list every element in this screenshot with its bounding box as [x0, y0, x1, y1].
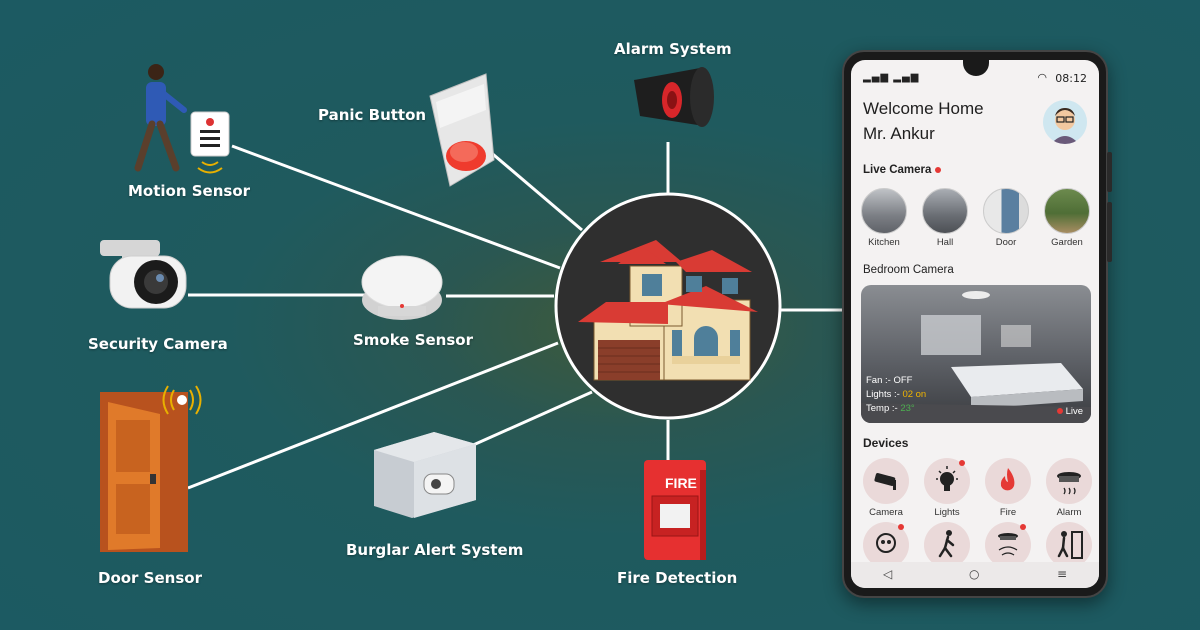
camera-tile-garden[interactable]: Garden	[1042, 188, 1092, 248]
line-burglar-alert	[461, 390, 593, 452]
welcome-line-1: Welcome Home	[863, 99, 984, 118]
smoke-sensor-illustration	[361, 255, 443, 320]
live-indicator-icon	[935, 166, 942, 173]
avatar[interactable]	[1043, 100, 1087, 144]
active-dot-icon	[1020, 524, 1026, 530]
camera-tile-door[interactable]: Door	[981, 188, 1031, 248]
line-panic-button	[487, 148, 583, 232]
label-panic-button: Panic Button	[318, 106, 427, 124]
smartphone: ▂▄▆ ▂▄▆ ◠ 08:12 Welcome Home Mr. Ankur L…	[842, 50, 1112, 598]
camera-tile-kitchen[interactable]: Kitchen	[859, 188, 909, 248]
bedroom-camera-feed[interactable]: Fan :- OFF Lights :- 02 on Temp :- 23° L…	[861, 285, 1091, 423]
hall-camera-icon	[922, 188, 968, 234]
welcome-line-2: Mr. Ankur	[863, 124, 935, 143]
walking-person-icon	[938, 530, 955, 558]
home-icon[interactable]: ○	[969, 567, 980, 581]
menu-icon[interactable]: ≡	[1057, 567, 1068, 581]
temp-status: Temp :- 23°	[866, 403, 915, 414]
flame-icon	[1000, 468, 1015, 491]
label-smoke-sensor: Smoke Sensor	[353, 331, 473, 349]
active-dot-icon	[898, 524, 904, 530]
bedroom-scene-icon	[861, 291, 1091, 423]
bulb-icon	[936, 466, 958, 491]
device-tile-lights[interactable]: Lights	[922, 458, 972, 518]
panic-button-illustration	[429, 73, 495, 187]
label-motion-sensor: Motion Sensor	[128, 182, 251, 200]
device-tile-motion[interactable]	[922, 522, 972, 568]
smoke-detector-icon	[998, 533, 1018, 556]
device-tile-door[interactable]	[1044, 522, 1094, 568]
device-tile-smoke[interactable]	[983, 522, 1033, 568]
fire-alarm-illustration: FIRE	[644, 460, 706, 560]
motion-sensor-illustration	[134, 64, 230, 174]
label-alarm-system: Alarm System	[614, 40, 732, 58]
welcome-text: Welcome Home Mr. Ankur	[863, 96, 984, 146]
wifi-icon: ◠	[1037, 71, 1047, 84]
smoke-alarm-icon	[1057, 472, 1081, 495]
device-tile-fire[interactable]: Fire	[983, 458, 1033, 518]
line-motion-sensor	[231, 144, 561, 270]
garden-camera-icon	[1044, 188, 1090, 234]
label-burglar-alert: Burglar Alert System	[346, 541, 524, 559]
cctv-icon	[874, 472, 896, 490]
live-badge: Live	[1056, 406, 1083, 417]
status-time: 08:12	[1055, 72, 1087, 85]
live-camera-title: Live Camera	[863, 164, 942, 176]
signal-icon: ▂▄▆ ▂▄▆	[863, 72, 920, 83]
lights-status: Lights :- 02 on	[866, 389, 927, 400]
device-tile-burglar[interactable]	[861, 522, 911, 568]
alarm-siren-illustration	[634, 67, 714, 127]
label-fire-detection: Fire Detection	[617, 569, 738, 587]
live-dot-icon	[1056, 408, 1063, 415]
fan-status: Fan :- OFF	[866, 375, 913, 386]
back-icon[interactable]: ◁	[883, 567, 893, 581]
label-security-camera: Security Camera	[88, 335, 228, 353]
burglar-icon	[876, 533, 896, 553]
camera-tile-hall[interactable]: Hall	[920, 188, 970, 248]
connector-lines	[187, 142, 842, 490]
camera-notch	[963, 60, 989, 76]
central-hub	[554, 192, 782, 420]
door-sensor-illustration	[100, 385, 202, 552]
bedroom-camera-title: Bedroom Camera	[863, 264, 954, 276]
fire-alarm-text: FIRE	[665, 475, 697, 491]
security-camera-illustration	[100, 240, 187, 309]
device-tile-camera[interactable]: Camera	[861, 458, 911, 518]
line-door-sensor	[187, 341, 559, 490]
active-dot-icon	[959, 460, 965, 466]
nav-bar: ◁ ○ ≡	[851, 562, 1099, 588]
door-entry-icon	[1057, 531, 1083, 559]
device-tile-alarm[interactable]: Alarm	[1044, 458, 1094, 518]
phone-screen: ▂▄▆ ▂▄▆ ◠ 08:12 Welcome Home Mr. Ankur L…	[851, 60, 1099, 588]
house-icon	[578, 240, 758, 381]
devices-title: Devices	[863, 436, 909, 450]
user-avatar-icon	[1051, 108, 1079, 144]
label-door-sensor: Door Sensor	[98, 569, 202, 587]
burglar-safe-illustration	[374, 432, 476, 518]
kitchen-camera-icon	[861, 188, 907, 234]
status-bar: ▂▄▆ ▂▄▆ ◠ 08:12	[863, 71, 1087, 86]
door-camera-icon	[983, 188, 1029, 234]
